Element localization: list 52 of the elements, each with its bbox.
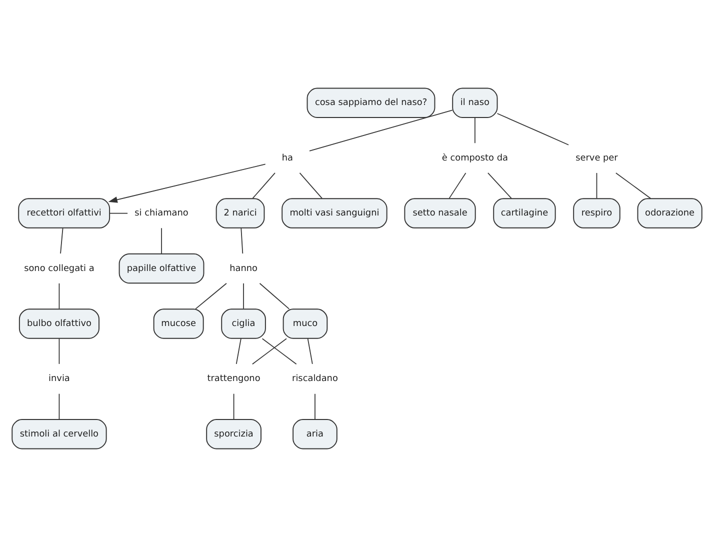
connector: [615, 172, 652, 198]
node-text: serve per: [576, 152, 618, 163]
connector: [58, 392, 60, 420]
node-box: respiro: [573, 198, 620, 228]
connector: [252, 172, 276, 198]
node-box: mucose: [153, 308, 204, 338]
connector: [448, 172, 466, 198]
node-text: sono collegati a: [24, 263, 94, 274]
connector: [488, 172, 512, 198]
connector: [262, 338, 297, 364]
connector: [195, 282, 227, 309]
node-box: aria: [292, 418, 338, 449]
connector: [240, 227, 244, 254]
connector: [299, 172, 322, 198]
node-text: trattengono: [207, 374, 260, 384]
connector: [474, 116, 476, 144]
node-box: odorazione: [637, 198, 702, 228]
connector: [161, 227, 162, 254]
connector: [58, 338, 60, 364]
node-box: cartilagine: [493, 198, 556, 228]
connector: [233, 392, 234, 420]
node-box: molti vasi sanguigni: [282, 198, 388, 228]
connector: [314, 392, 316, 420]
node-text: è composto da: [442, 152, 508, 163]
node-box: setto nasale: [404, 198, 476, 228]
connector: [109, 212, 128, 214]
node-box: il naso: [452, 87, 498, 118]
node-text: si chiamano: [134, 208, 188, 218]
connector: [309, 109, 453, 151]
node-box: recettori olfattivi: [18, 198, 110, 228]
node-box: papille olfattive: [118, 252, 204, 284]
node-text: invia: [48, 374, 70, 384]
connector: [307, 338, 313, 364]
connector: [236, 338, 242, 364]
node-box: bulbo olfattivo: [18, 308, 100, 338]
arrow: [108, 163, 266, 202]
connector: [596, 172, 598, 198]
connector: [259, 282, 290, 309]
connector: [496, 112, 569, 145]
node-text: ha: [282, 152, 293, 163]
node-text: riscaldano: [292, 374, 338, 384]
connector: [252, 338, 287, 364]
node-box: muco: [282, 308, 328, 338]
node-box: sporcizia: [206, 418, 262, 449]
connector: [58, 282, 60, 309]
connector: [243, 282, 244, 309]
connector: [60, 227, 64, 254]
node-box: ciglia: [221, 308, 266, 338]
node-text: hanno: [230, 263, 258, 274]
node-box: cosa sappiamo del naso?: [306, 87, 436, 118]
node-box: stimoli al cervello: [12, 418, 107, 449]
node-box: 2 narici: [216, 198, 265, 228]
